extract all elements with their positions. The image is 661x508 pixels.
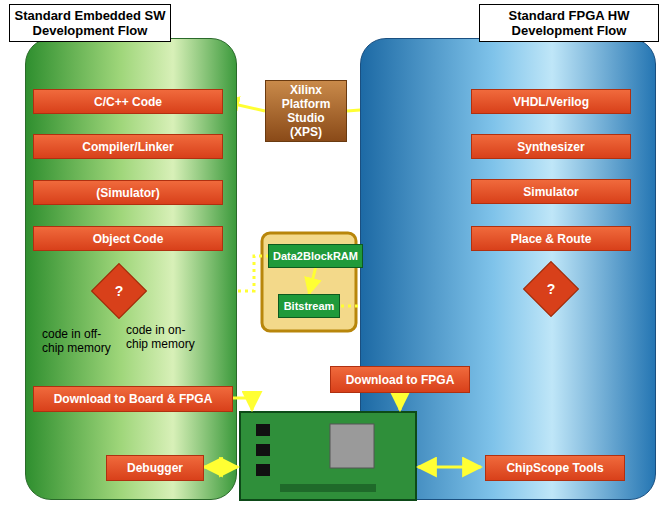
- node-text: ?: [115, 283, 124, 299]
- node-text: Simulator: [523, 185, 578, 199]
- node-text: Download to FPGA: [346, 373, 455, 387]
- process-box: Synthesizer: [471, 134, 631, 159]
- node-text: Data2BlockRAM: [273, 250, 358, 262]
- node-text: C/C++ Code: [94, 95, 162, 109]
- panel-heading: Standard Embedded SW Development Flow: [9, 4, 171, 42]
- node-text: Download to Board & FPGA: [54, 392, 213, 406]
- panel-heading: Standard FPGA HW Development Flow: [479, 4, 659, 42]
- process-box: ChipScope Tools: [485, 455, 625, 481]
- note-label: code in off-chip memory: [42, 328, 114, 356]
- board-chip: [256, 424, 270, 436]
- flow-panel: Standard Embedded SW Development FlowC/C…: [25, 38, 237, 500]
- process-box: Bitstream: [278, 294, 340, 318]
- node-text: Compiler/Linker: [82, 140, 173, 154]
- node-text: Synthesizer: [517, 140, 584, 154]
- decision-diamond: ?: [91, 263, 147, 319]
- node-text: (Simulator): [96, 186, 159, 200]
- flow-connector: [309, 268, 316, 294]
- node-text: Debugger: [127, 461, 183, 475]
- node-text: ChipScope Tools: [506, 461, 603, 475]
- node-text: Bitstream: [284, 300, 335, 312]
- process-box: Download to FPGA: [330, 366, 470, 393]
- node-text: Xilinx Platform Studio (XPS): [270, 83, 342, 139]
- process-box: Debugger: [106, 455, 204, 481]
- node-text: VHDL/Verilog: [513, 95, 589, 109]
- node-text: ?: [547, 281, 556, 297]
- process-box: Compiler/Linker: [33, 134, 223, 159]
- board-chip: [256, 444, 270, 456]
- node-text: Object Code: [93, 232, 164, 246]
- process-box: C/C++ Code: [33, 89, 223, 114]
- process-box: Object Code: [33, 226, 223, 251]
- process-box: Simulator: [471, 179, 631, 204]
- note-label: code in on-chip memory: [126, 324, 204, 352]
- process-box: Place & Route: [471, 226, 631, 251]
- process-box: Download to Board & FPGA: [33, 386, 233, 412]
- process-box: VHDL/Verilog: [471, 89, 631, 114]
- decision-diamond: ?: [523, 261, 579, 317]
- process-box: Xilinx Platform Studio (XPS): [265, 80, 347, 142]
- flow-panel: Standard FPGA HW Development FlowVHDL/Ve…: [360, 38, 656, 500]
- process-box: Data2BlockRAM: [268, 244, 363, 268]
- node-text: Place & Route: [511, 232, 592, 246]
- process-box: (Simulator): [33, 180, 223, 205]
- board-chip: [256, 464, 270, 476]
